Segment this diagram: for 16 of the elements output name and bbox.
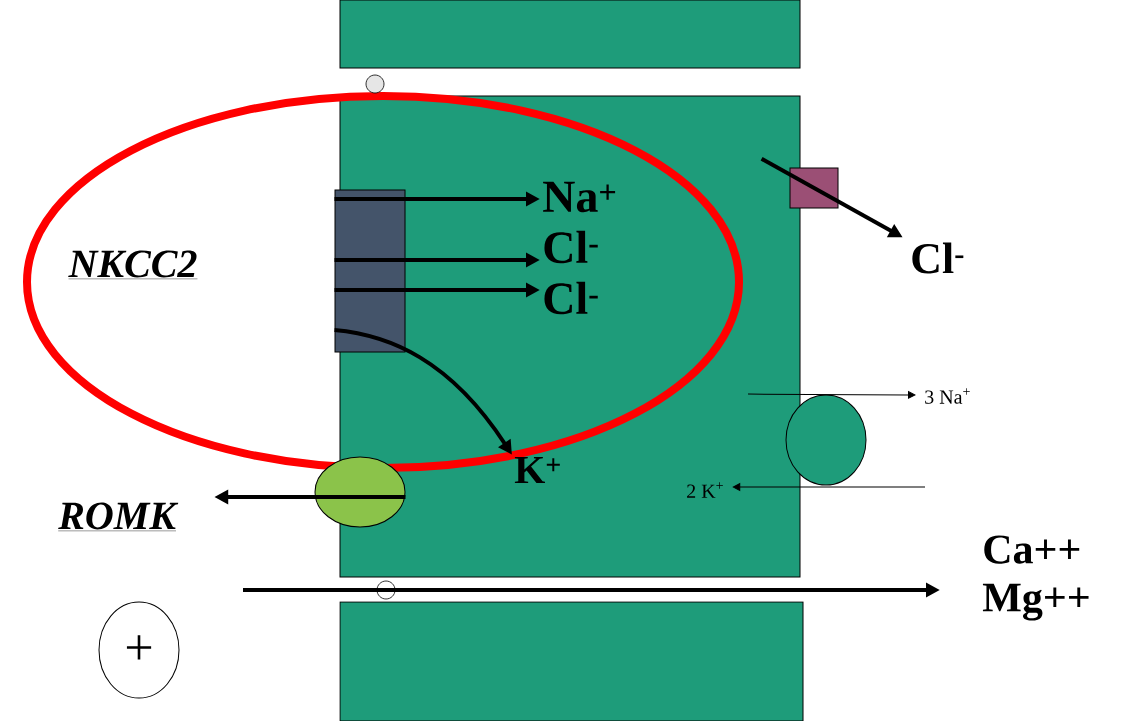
- ion-label: Na$^{+}$: [543, 181, 616, 213]
- ion-label: K$^{+}$: [514, 456, 560, 484]
- channel-label: NKCC2: [68, 250, 198, 280]
- cell-block: [339, 601, 804, 721]
- arrow: [732, 483, 926, 491]
- ion-label: Cl$^{-}$: [544, 230, 598, 264]
- cell-block: [339, 0, 801, 69]
- ion-label: 2 K$^{+}$: [687, 482, 723, 498]
- ion-label: Cl$^{-}$: [912, 242, 964, 274]
- ion-label: Cl$^{-}$: [544, 281, 598, 315]
- pump-circle: [785, 394, 867, 486]
- ion-label: 3 Na$^{+}$: [925, 388, 970, 404]
- arrow: [747, 391, 916, 399]
- channel-label: ROMK: [58, 502, 179, 532]
- ion-label: Ca++ Mg++: [982, 535, 1089, 621]
- channel-oval: [314, 456, 406, 528]
